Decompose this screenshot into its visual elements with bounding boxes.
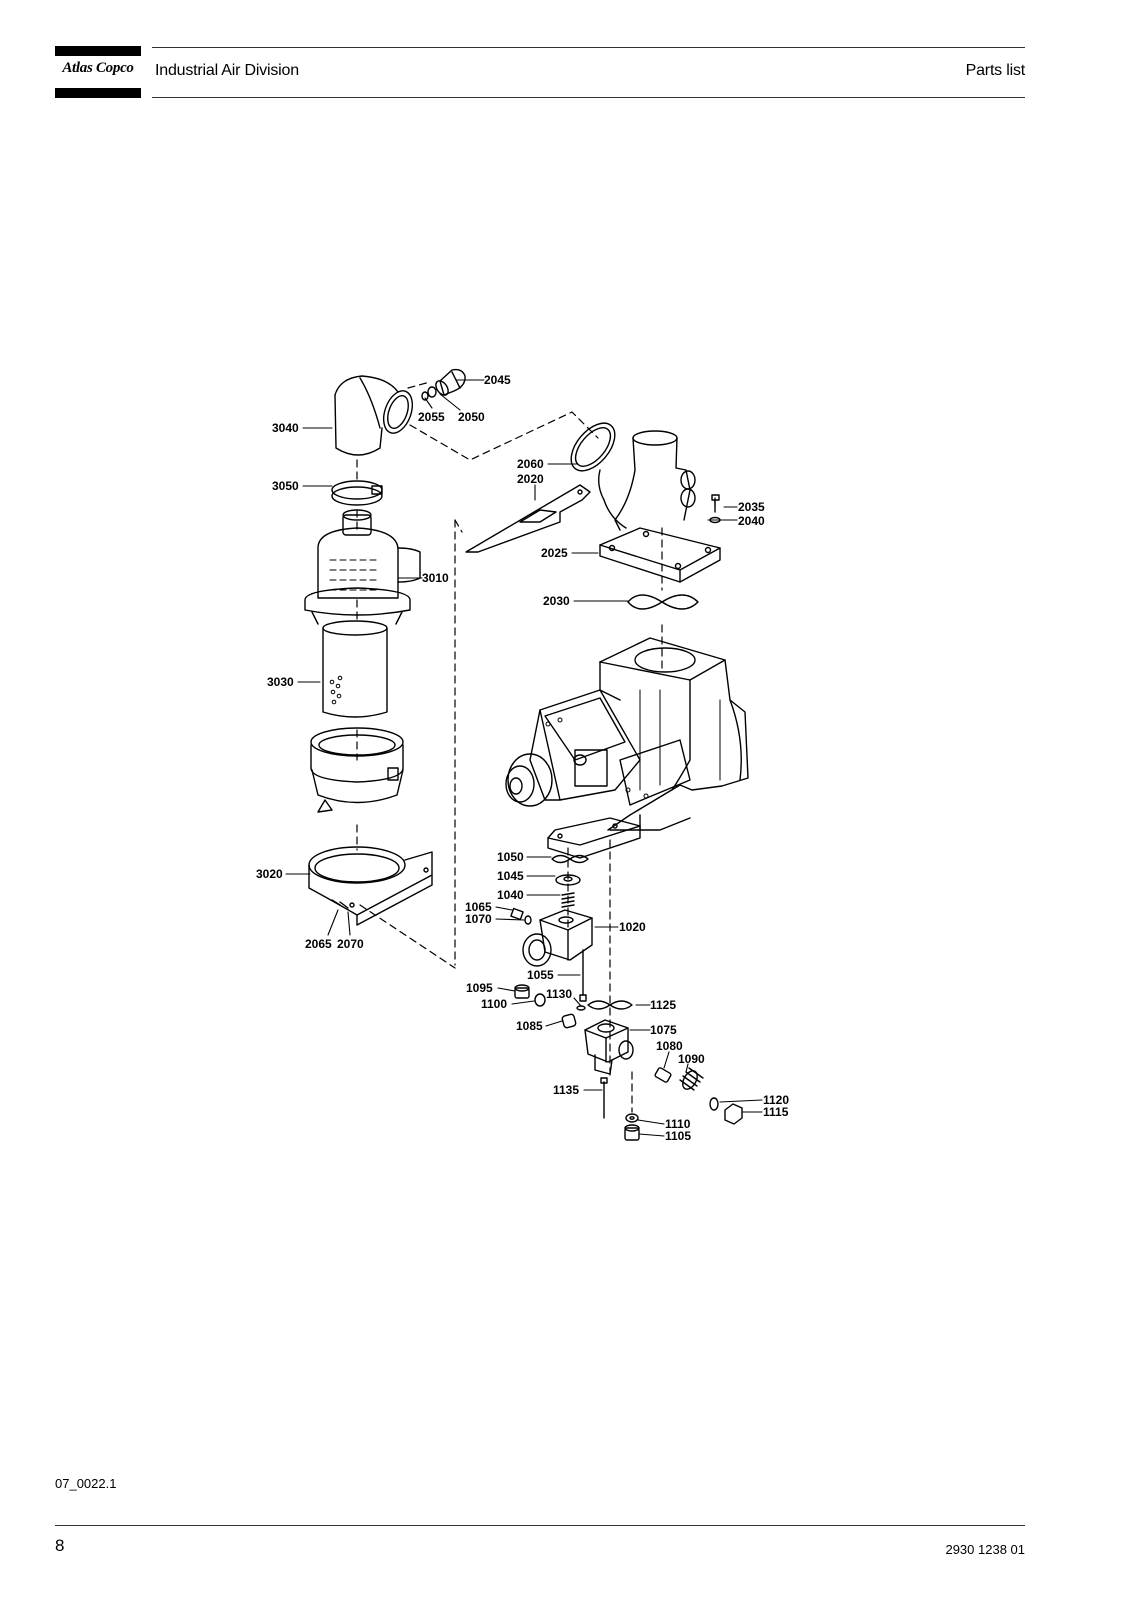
part-1045-diaphragm — [555, 874, 581, 886]
part-3010-filter-housing — [304, 509, 421, 625]
callout-1055: 1055 — [527, 968, 554, 982]
callout-1105: 1105 — [665, 1129, 691, 1143]
callout-numbers: 2045 2055 2050 3040 2060 2020 2035 2040 … — [256, 373, 789, 1143]
part-1040-spring — [561, 892, 575, 908]
callout-2060: 2060 — [517, 457, 544, 471]
part-2035-bolt — [711, 494, 720, 513]
callout-1050: 1050 — [497, 850, 524, 864]
part-2025-inlet-manifold — [597, 430, 721, 583]
callout-3030: 3030 — [267, 675, 294, 689]
callout-1040: 1040 — [497, 888, 524, 902]
part-1020-unloader-valve — [522, 909, 593, 967]
callout-1090: 1090 — [678, 1052, 705, 1066]
part-1130-ring — [576, 1005, 586, 1011]
callout-2035: 2035 — [738, 500, 765, 514]
callout-2045: 2045 — [484, 373, 511, 387]
callout-1075: 1075 — [650, 1023, 677, 1037]
callout-2040: 2040 — [738, 514, 765, 528]
figure-id: 07_0022.1 — [55, 1476, 117, 1491]
callout-1130: 1130 — [546, 987, 572, 1001]
part-1095-plug — [514, 984, 530, 999]
callout-1070: 1070 — [465, 912, 492, 926]
callout-1095: 1095 — [466, 981, 493, 995]
callout-1085: 1085 — [516, 1019, 543, 1033]
part-1080-pin — [654, 1067, 672, 1083]
compressor-element — [505, 637, 749, 859]
part-1065-plug — [510, 907, 524, 921]
callout-1065: 1065 — [465, 900, 492, 914]
callout-2020: 2020 — [517, 472, 544, 486]
part-1085-nipple — [561, 1013, 577, 1029]
callout-3040: 3040 — [272, 421, 299, 435]
part-3030-filter-element — [322, 620, 388, 718]
callout-3020: 3020 — [256, 867, 283, 881]
logo-bar-top — [55, 46, 141, 56]
part-2020-sheet-bracket — [465, 484, 591, 553]
atlas-copco-logo: Atlas Copco — [55, 46, 141, 98]
part-1125-o-ring — [587, 1000, 633, 1010]
part-1050-o-ring — [551, 854, 589, 864]
page-number: 8 — [55, 1536, 65, 1555]
callout-1120: 1120 — [763, 1093, 789, 1107]
division-title: Industrial Air Division — [155, 62, 299, 79]
part-2030-gasket — [627, 594, 699, 610]
callout-1080: 1080 — [656, 1039, 683, 1053]
callout-2065: 2065 — [305, 937, 332, 951]
callout-1125: 1125 — [650, 998, 676, 1012]
part-2060-clamp-ring — [570, 422, 616, 472]
callout-2025: 2025 — [541, 546, 568, 560]
callout-leader-lines — [285, 379, 763, 1137]
footer-rule — [55, 1525, 1025, 1526]
document-number: 2930 1238 01 — [945, 1542, 1025, 1557]
callout-1100: 1100 — [481, 997, 507, 1011]
logo-bar-bottom — [55, 88, 141, 98]
part-1105-plug — [624, 1124, 640, 1141]
part-1110-washer — [625, 1113, 639, 1123]
callout-2030: 2030 — [543, 594, 570, 608]
part-1135-stud — [600, 1077, 608, 1119]
part-dust-bowl — [310, 727, 404, 813]
part-3040-elbow — [334, 375, 414, 456]
part-1115-plug — [724, 1103, 743, 1125]
callout-1045: 1045 — [497, 869, 524, 883]
part-1055-stud — [579, 949, 587, 1002]
part-1090-spring — [679, 1067, 704, 1091]
callout-2070: 2070 — [337, 937, 364, 951]
part-2045-valve-body — [421, 368, 466, 401]
part-1120-washer — [709, 1097, 719, 1111]
callout-3010: 3010 — [422, 571, 449, 585]
part-1070-seal — [524, 915, 532, 925]
header-rule-top — [152, 47, 1025, 48]
callout-2050: 2050 — [458, 410, 485, 424]
document-type: Parts list — [965, 62, 1026, 79]
logo-wordmark: Atlas Copco — [62, 60, 134, 76]
part-1075-valve-block — [584, 1019, 634, 1075]
callout-2055: 2055 — [418, 410, 445, 424]
callout-3050: 3050 — [272, 479, 299, 493]
part-1100-washer — [534, 993, 546, 1007]
part-3020-mounting-bracket — [308, 846, 433, 926]
header-rule-bottom — [152, 97, 1025, 98]
callout-1135: 1135 — [553, 1083, 579, 1097]
callout-1115: 1115 — [763, 1105, 789, 1119]
callout-1110: 1110 — [665, 1117, 691, 1131]
part-3050-hose-clamp — [331, 480, 383, 506]
callout-1020: 1020 — [619, 920, 646, 934]
